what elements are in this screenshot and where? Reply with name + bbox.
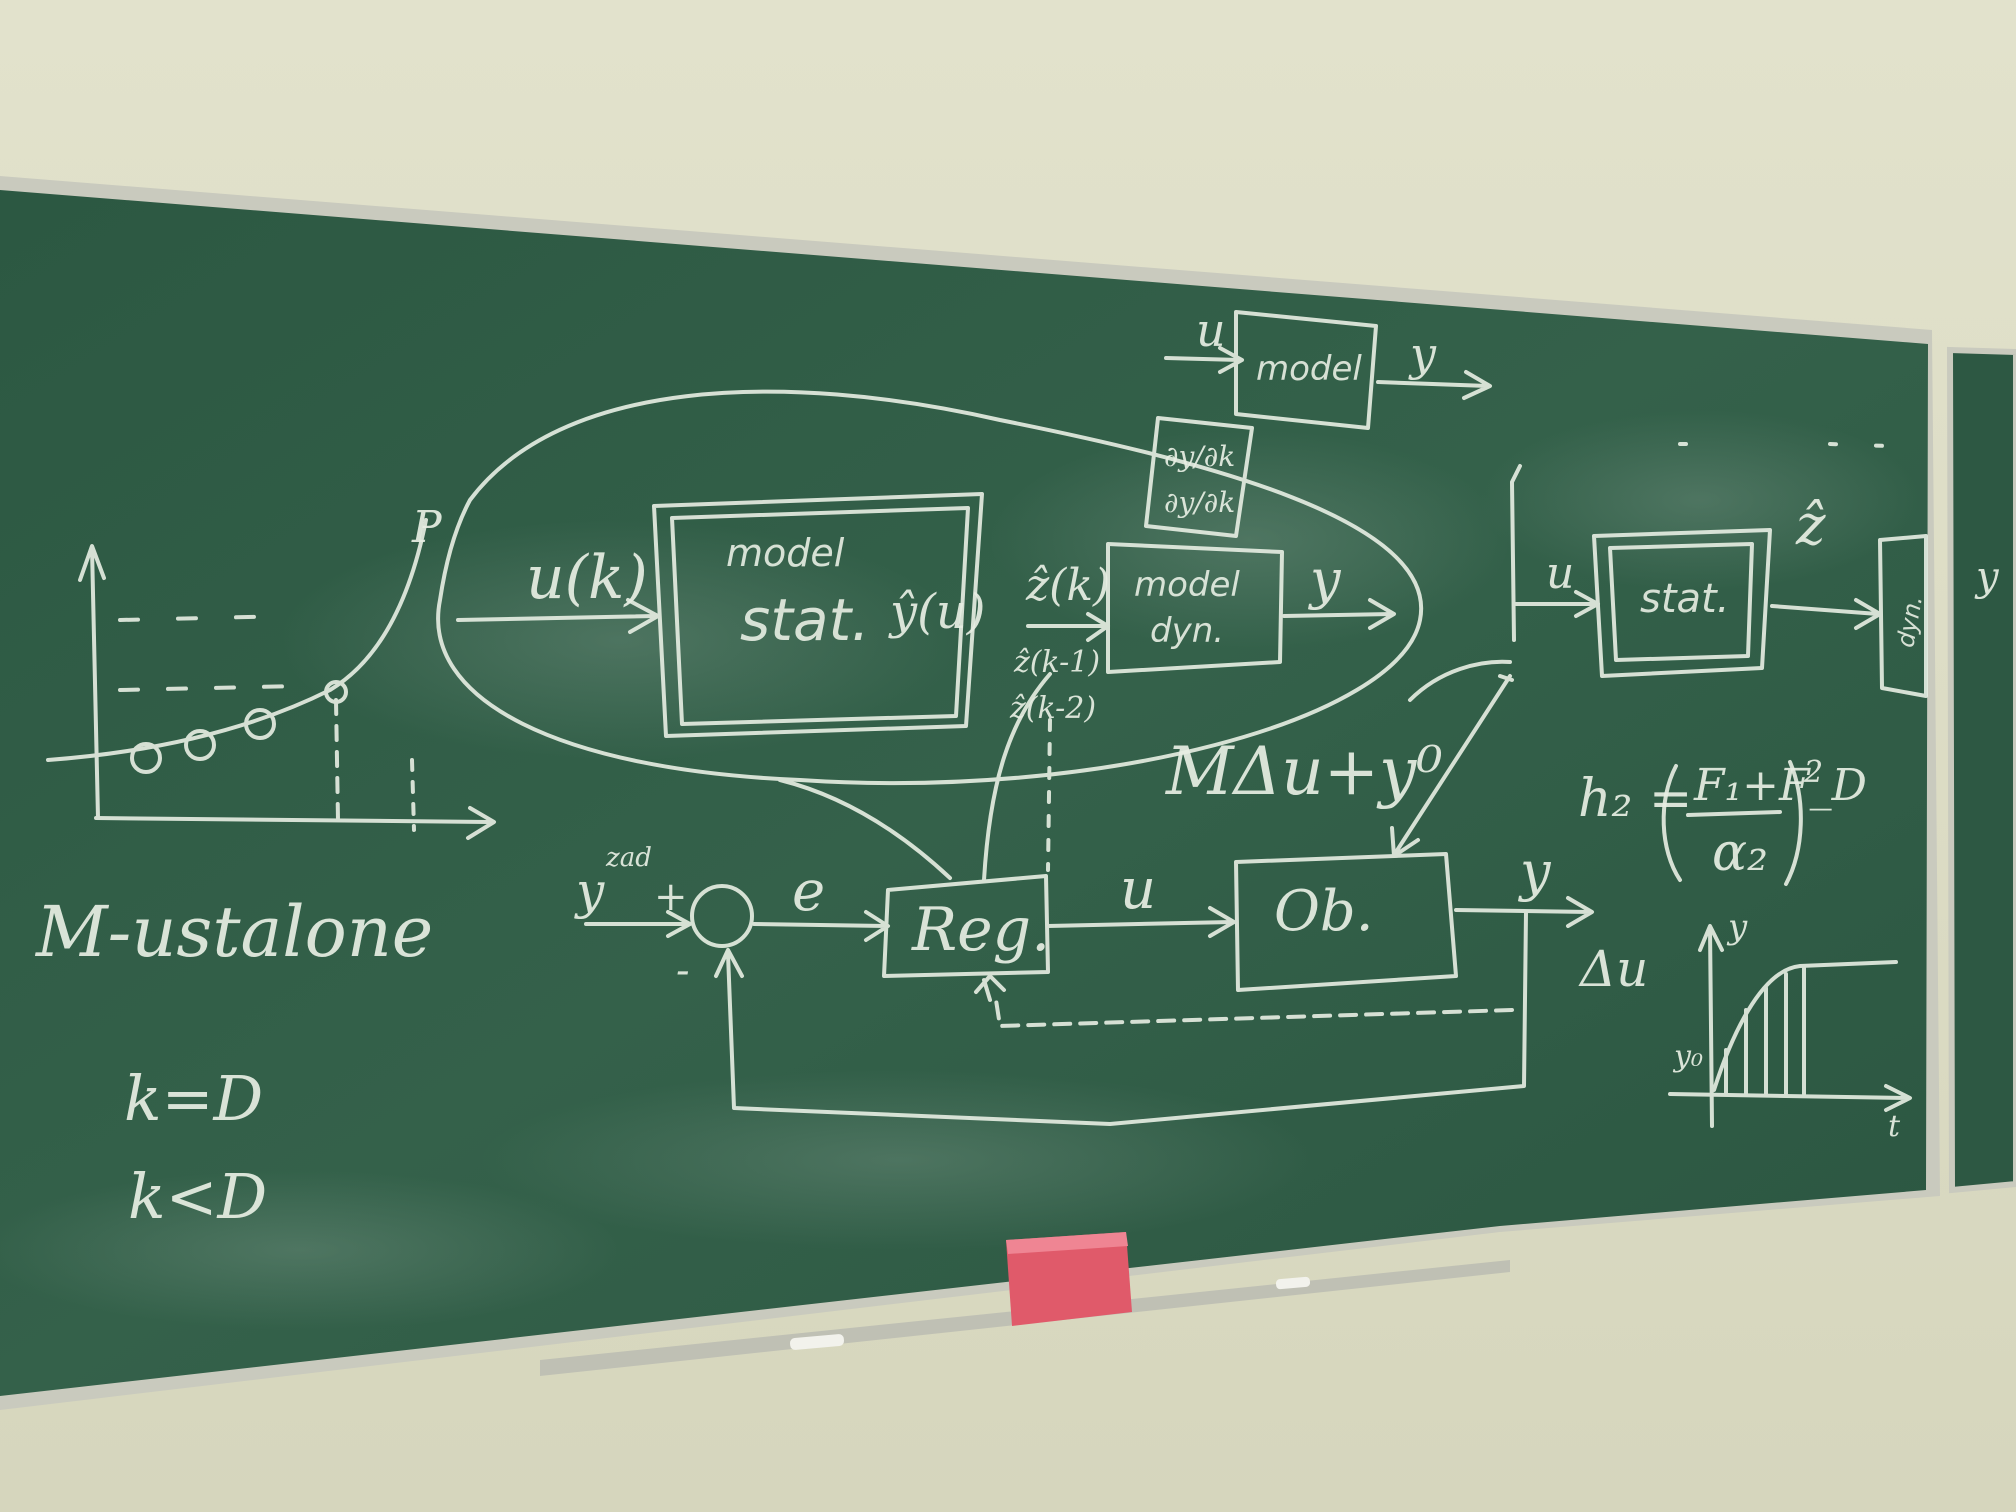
model-expression: MΔu+y⁰ bbox=[1165, 733, 1443, 810]
top-model-box bbox=[1234, 310, 1378, 430]
stat-box-inner bbox=[1608, 542, 1754, 662]
formula-right-paren bbox=[1784, 760, 1803, 886]
chalk-piece bbox=[789, 1334, 845, 1350]
static-input-label: u(k) bbox=[526, 543, 648, 613]
dashed-drop bbox=[334, 698, 340, 822]
right-output-label: y bbox=[1974, 554, 2000, 600]
chalk-smudge bbox=[0, 1170, 620, 1330]
feedback-path bbox=[714, 910, 1528, 1126]
formula-denominator: α₂ bbox=[1712, 823, 1768, 883]
controller-label: Reg. bbox=[911, 895, 1050, 965]
formula-power: 2 bbox=[1803, 755, 1823, 790]
static-model-box-inner bbox=[670, 506, 970, 726]
zhat-k-2: ẑ(k-2) bbox=[1009, 691, 1096, 726]
condition-equal: k=D bbox=[124, 1062, 263, 1135]
right-input-label: u bbox=[1546, 548, 1574, 599]
dyn-box-right bbox=[1878, 534, 1928, 698]
chalk-piece bbox=[1275, 1276, 1311, 1290]
step-t-label: t bbox=[1888, 1109, 1901, 1144]
right-bracket bbox=[1510, 464, 1522, 642]
model-ellipse bbox=[436, 389, 1424, 786]
step-y0-label: y₀ bbox=[1672, 1039, 1703, 1074]
chalk-smudge bbox=[990, 430, 1510, 650]
reference-label: y bbox=[574, 862, 605, 920]
chalk-smudge bbox=[280, 520, 960, 760]
dyn-box-line2: dyn. bbox=[1150, 611, 1224, 651]
controller-box bbox=[882, 874, 1050, 978]
dashed-level bbox=[118, 684, 302, 692]
plant-box bbox=[1234, 852, 1458, 992]
chalk-drawing bbox=[46, 310, 1928, 1128]
data-point-circle bbox=[184, 729, 216, 761]
dyn-model-box bbox=[1106, 542, 1284, 674]
dashed-feedback bbox=[994, 998, 1514, 1028]
condition-less: k<D bbox=[128, 1160, 267, 1233]
ellipse-to-reg bbox=[778, 778, 952, 880]
adjacent-board bbox=[1946, 346, 2016, 1194]
static-model-box bbox=[652, 492, 984, 738]
right-zhat-label: ẑ bbox=[1795, 493, 1826, 558]
step-curve bbox=[1712, 960, 1898, 1092]
dyn-input-arrow bbox=[1026, 612, 1110, 642]
zhat-k-1: ẑ(k-1) bbox=[1013, 645, 1100, 680]
dashed-to-reg bbox=[1046, 718, 1052, 872]
dyn-box-line1: model bbox=[1134, 565, 1240, 605]
formula-fraction-bar bbox=[1686, 810, 1782, 817]
dyn-output-label: y bbox=[1308, 548, 1342, 611]
dashed-drop bbox=[410, 758, 416, 832]
top-input-label: u bbox=[1196, 303, 1226, 357]
zhat-k: ẑ(k) bbox=[1025, 560, 1110, 611]
static-input-arrow bbox=[456, 598, 660, 634]
chalk-smudge bbox=[480, 1070, 1320, 1250]
loop-output-label: y bbox=[1518, 840, 1552, 903]
error-label: e bbox=[792, 859, 825, 924]
stat-box-outer bbox=[1592, 528, 1772, 678]
top-output-arrow bbox=[1376, 370, 1492, 400]
graph-y-axis bbox=[78, 544, 106, 820]
graph-caption: M-ustalone bbox=[34, 891, 433, 973]
top-box-label: model bbox=[1256, 349, 1362, 389]
right-stat-label: stat. bbox=[1640, 576, 1729, 622]
dyn-output-arrow bbox=[1282, 598, 1396, 630]
step-hatch bbox=[1724, 966, 1806, 1096]
formula-lhs: h₂ = bbox=[1578, 769, 1692, 829]
static-box-line2: stat. bbox=[740, 586, 870, 654]
minus-sign: - bbox=[676, 948, 690, 994]
static-box-line1: model bbox=[726, 531, 845, 575]
data-point-circle bbox=[244, 708, 276, 740]
step-x-axis bbox=[1668, 1084, 1912, 1112]
reference-superscript: zad bbox=[605, 843, 652, 873]
step-y-label: y bbox=[1726, 907, 1748, 947]
plus-sign: + bbox=[654, 874, 688, 920]
graph-x-axis bbox=[94, 806, 496, 840]
note-line-2: ∂y/∂k bbox=[1164, 486, 1235, 519]
static-output-label: ŷ(u) bbox=[888, 584, 985, 640]
chalk-smudge bbox=[1480, 410, 1920, 590]
top-output-label: y bbox=[1408, 327, 1437, 381]
control-arrow bbox=[1046, 906, 1236, 938]
to-right-chain bbox=[1408, 659, 1514, 702]
reference-arrow bbox=[584, 910, 692, 938]
data-point-circle bbox=[130, 742, 162, 774]
note-line-1: ∂y/∂k bbox=[1164, 440, 1235, 473]
formula-left-paren bbox=[1661, 764, 1682, 882]
controller-arrow-up bbox=[974, 974, 1006, 1002]
control-label: u bbox=[1120, 857, 1156, 922]
model-to-reg bbox=[982, 672, 1052, 882]
sponge-eraser-top bbox=[1006, 1232, 1128, 1254]
output-arrow bbox=[1454, 896, 1594, 928]
top-input-arrow bbox=[1164, 346, 1244, 374]
formula-numerator: F₁+F_D bbox=[1693, 760, 1867, 811]
plant-label: Ob. bbox=[1274, 879, 1374, 944]
to-plant-arrow bbox=[1390, 674, 1512, 858]
summing-junction bbox=[690, 884, 754, 948]
delta-u-label: Δu bbox=[1578, 940, 1648, 998]
right-input-arrow bbox=[1514, 590, 1600, 618]
sponge-eraser bbox=[1006, 1232, 1132, 1326]
right-top-line bbox=[1678, 442, 1890, 448]
graph-label-p: P bbox=[411, 502, 443, 553]
note-box bbox=[1144, 416, 1254, 538]
